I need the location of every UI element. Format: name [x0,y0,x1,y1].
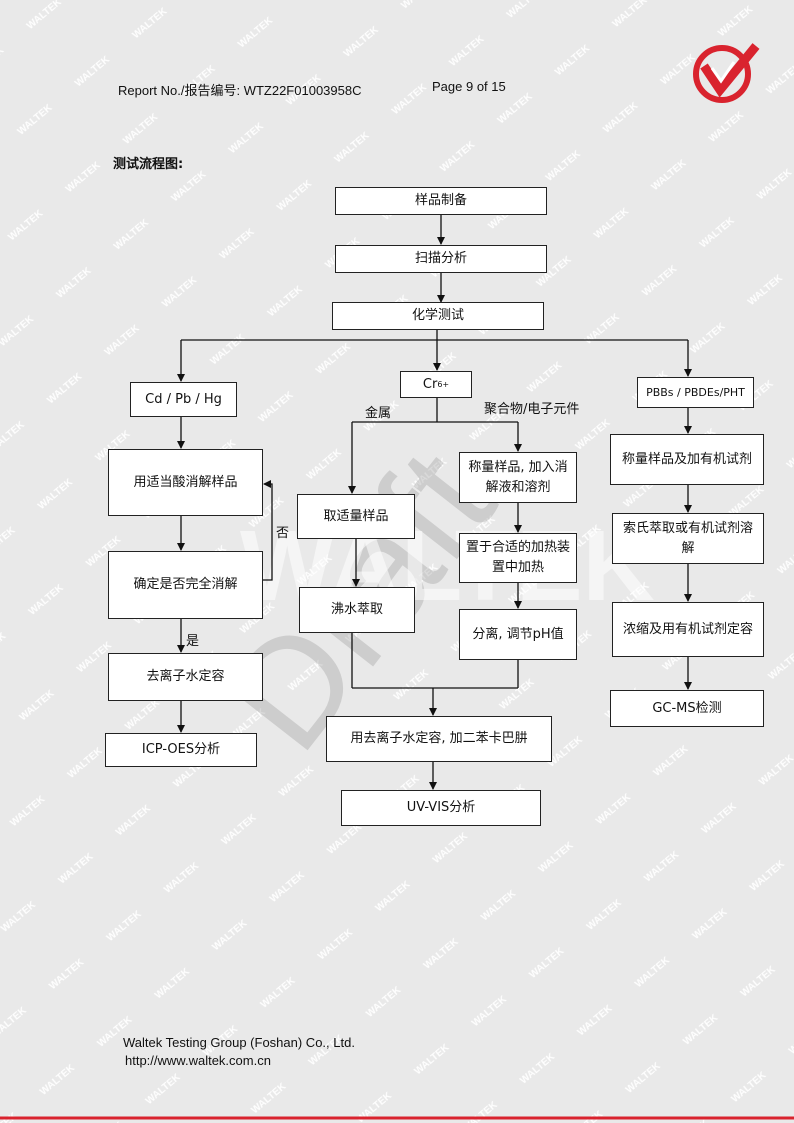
waltek-check-logo-icon [693,43,760,103]
metals-icp-oes: ICP-OES分析 [105,733,257,767]
cr-metal-take-sample: 取适量样品 [297,494,415,539]
branch-pbbs-pbdes-pht: PBBs / PBDEs/PHT [637,377,754,408]
pbb-weigh-reagent: 称量样品及加有机试剂 [610,434,764,485]
step-scan-analysis: 扫描分析 [335,245,547,273]
pbb-soxhlet: 索氏萃取或有机试剂溶解 [612,513,764,564]
cr-polymer-weigh: 称量样品, 加入消解液和溶剂 [459,452,577,503]
label-yes: 是 [186,634,200,649]
cr-polymer-adjust-ph: 分离, 调节pH值 [459,609,577,660]
label-no: 否 [276,526,290,541]
metals-acid-digest: 用适当酸消解样品 [108,449,263,516]
footer-url[interactable]: http://www.waltek.com.cn [125,1053,271,1068]
footer-company: Waltek Testing Group (Foshan) Co., Ltd. [123,1035,355,1050]
section-title: 测试流程图: [113,157,184,172]
report-number: Report No./报告编号: WTZ22F01003958C [118,83,362,98]
pbb-concentrate: 浓缩及用有机试剂定容 [612,602,764,657]
page-number: Page 9 of 15 [432,79,506,94]
label-metal: 金属 [365,406,392,421]
metals-dilute: 去离子水定容 [108,653,263,701]
metals-check-complete: 确定是否完全消解 [108,551,263,619]
step-sample-prep: 样品制备 [335,187,547,215]
branch-cd-pb-hg: Cd / Pb / Hg [130,382,237,417]
cr-polymer-heat: 置于合适的加热装置中加热 [459,533,577,583]
label-polymer-electronic: 聚合物/电子元件 [484,402,580,417]
cr-metal-boil-extract: 沸水萃取 [299,587,415,633]
step-chemical-test: 化学测试 [332,302,544,330]
cr-dilute-diphenylcarbazide: 用去离子水定容, 加二苯卡巴肼 [326,716,552,762]
pbb-gc-ms: GC-MS检测 [610,690,764,727]
cr-uv-vis: UV-VIS分析 [341,790,541,826]
branch-cr6-superscript: 6+ [437,379,450,389]
branch-cr6-label: Cr [422,376,438,392]
